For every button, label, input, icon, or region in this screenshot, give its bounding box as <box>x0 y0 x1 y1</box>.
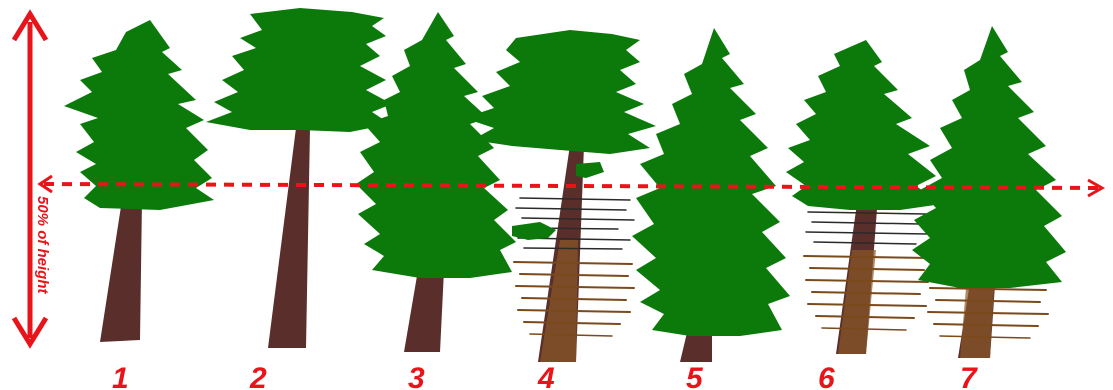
tree-number-2: 2 <box>249 362 267 390</box>
tree-7-trunk-lower <box>960 288 994 358</box>
tree-1-crown <box>64 20 214 210</box>
tree-7 <box>912 26 1066 358</box>
tree-4-crown <box>464 30 656 154</box>
tree-4-lower-foliage-2 <box>576 162 604 178</box>
tree-4-lower-foliage <box>512 222 556 240</box>
double-arrow-vertical-icon <box>14 14 46 344</box>
tree-5-crown <box>632 28 790 336</box>
tree-7-crown <box>912 26 1066 288</box>
tree-1 <box>64 20 214 342</box>
tree-3 <box>356 12 516 352</box>
tree-5 <box>632 28 790 362</box>
tree-2-trunk <box>268 128 310 348</box>
tree-3-crown <box>356 12 516 278</box>
half-height-label: 50% of height <box>34 196 51 295</box>
tree-6 <box>786 40 942 354</box>
tree-1-trunk <box>100 200 142 342</box>
tree-number-5: 5 <box>686 362 704 390</box>
tree-6-crown <box>786 40 942 210</box>
tree-number-4: 4 <box>537 362 555 390</box>
tree-number-6: 6 <box>818 362 835 390</box>
tree-2-crown <box>206 8 392 132</box>
tree-number-1: 1 <box>112 362 129 390</box>
tree-number-3: 3 <box>408 362 425 390</box>
tree-4 <box>464 30 656 362</box>
tree-4-trunk-lower <box>540 240 578 362</box>
tree-3-trunk <box>404 270 444 352</box>
tree-2 <box>206 8 392 348</box>
tree-number-7: 7 <box>960 362 978 390</box>
